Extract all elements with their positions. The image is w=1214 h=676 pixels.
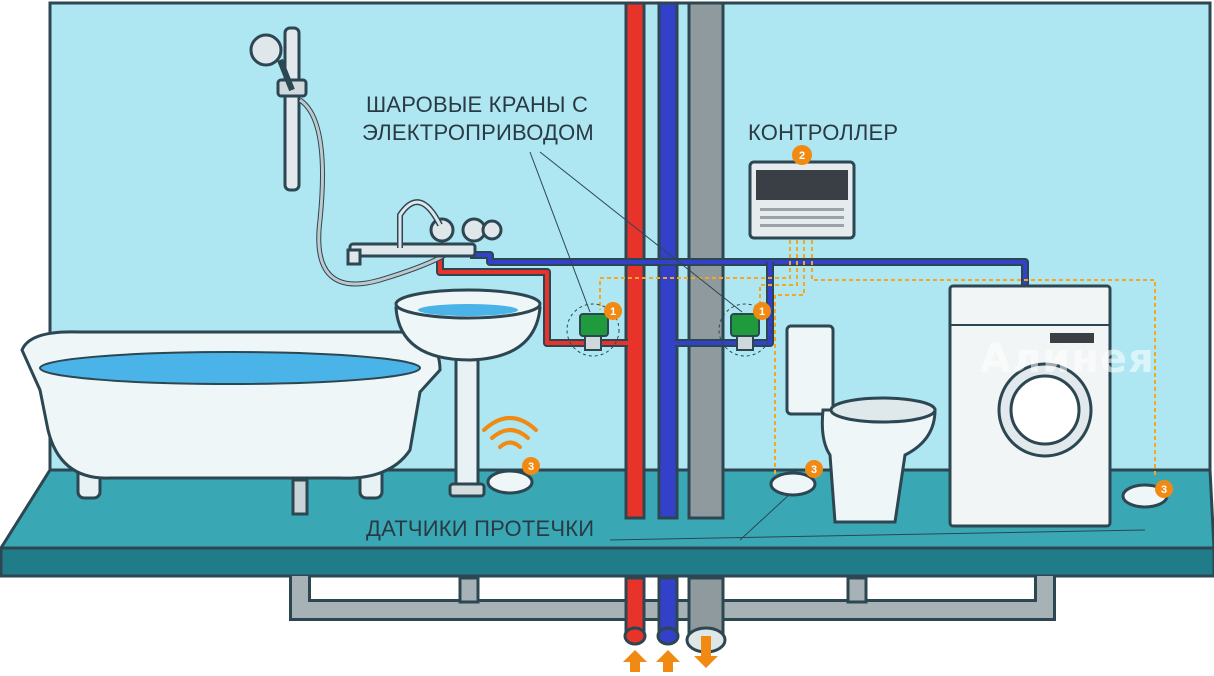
valve-badge-number: 1 (759, 306, 765, 318)
supply-pipes (436, 250, 1029, 347)
ball-valves-label: ШАРОВЫЕ КРАНЫ С (366, 92, 588, 118)
controller-badge-number: 2 (799, 150, 805, 162)
leak-sensor-icon: 3 (769, 460, 823, 497)
sensor-badge-number: 3 (528, 461, 534, 473)
ball-valves-label-line2: ЭЛЕКТРОПРИВОДОМ (362, 120, 594, 145)
leak-sensor-icon: 3 (486, 457, 540, 495)
arrow-up-icon (656, 650, 680, 672)
mixer-tap-icon (346, 199, 503, 266)
callout-lines (529, 151, 1146, 541)
controller-signal-wires (599, 240, 1156, 480)
ball-valve-icon: 1 (718, 302, 772, 357)
shower-icon (249, 26, 452, 287)
sensor-badge-number: 3 (811, 464, 817, 476)
sensor-badge-number: 3 (1161, 484, 1167, 496)
controller-icon: 2 (748, 145, 856, 240)
ball-valves-label-line1: ШАРОВЫЕ КРАНЫ С (366, 92, 589, 117)
watermark: Алинея (980, 336, 1155, 382)
bathtub-icon (20, 330, 442, 516)
valve-badge-number: 1 (610, 306, 616, 318)
arrow-down-icon (694, 636, 718, 668)
controller-label: КОНТРОЛЛЕР (748, 120, 899, 145)
floor-front (0, 546, 1214, 578)
leak-sensors-label: ДАТЧИКИ ПРОТЕЧКИ (366, 516, 595, 541)
washing-machine-icon (948, 284, 1112, 528)
arrow-up-icon (623, 650, 647, 672)
toilet-icon (785, 324, 937, 524)
wifi-signal-icon (482, 416, 538, 449)
sink-icon (394, 288, 542, 498)
ball-valves-label: ЭЛЕКТРОПРИВОДОМ (362, 120, 594, 146)
ball-valve-icon: 1 (566, 302, 622, 357)
leak-sensor-icon: 3 (1121, 480, 1173, 509)
